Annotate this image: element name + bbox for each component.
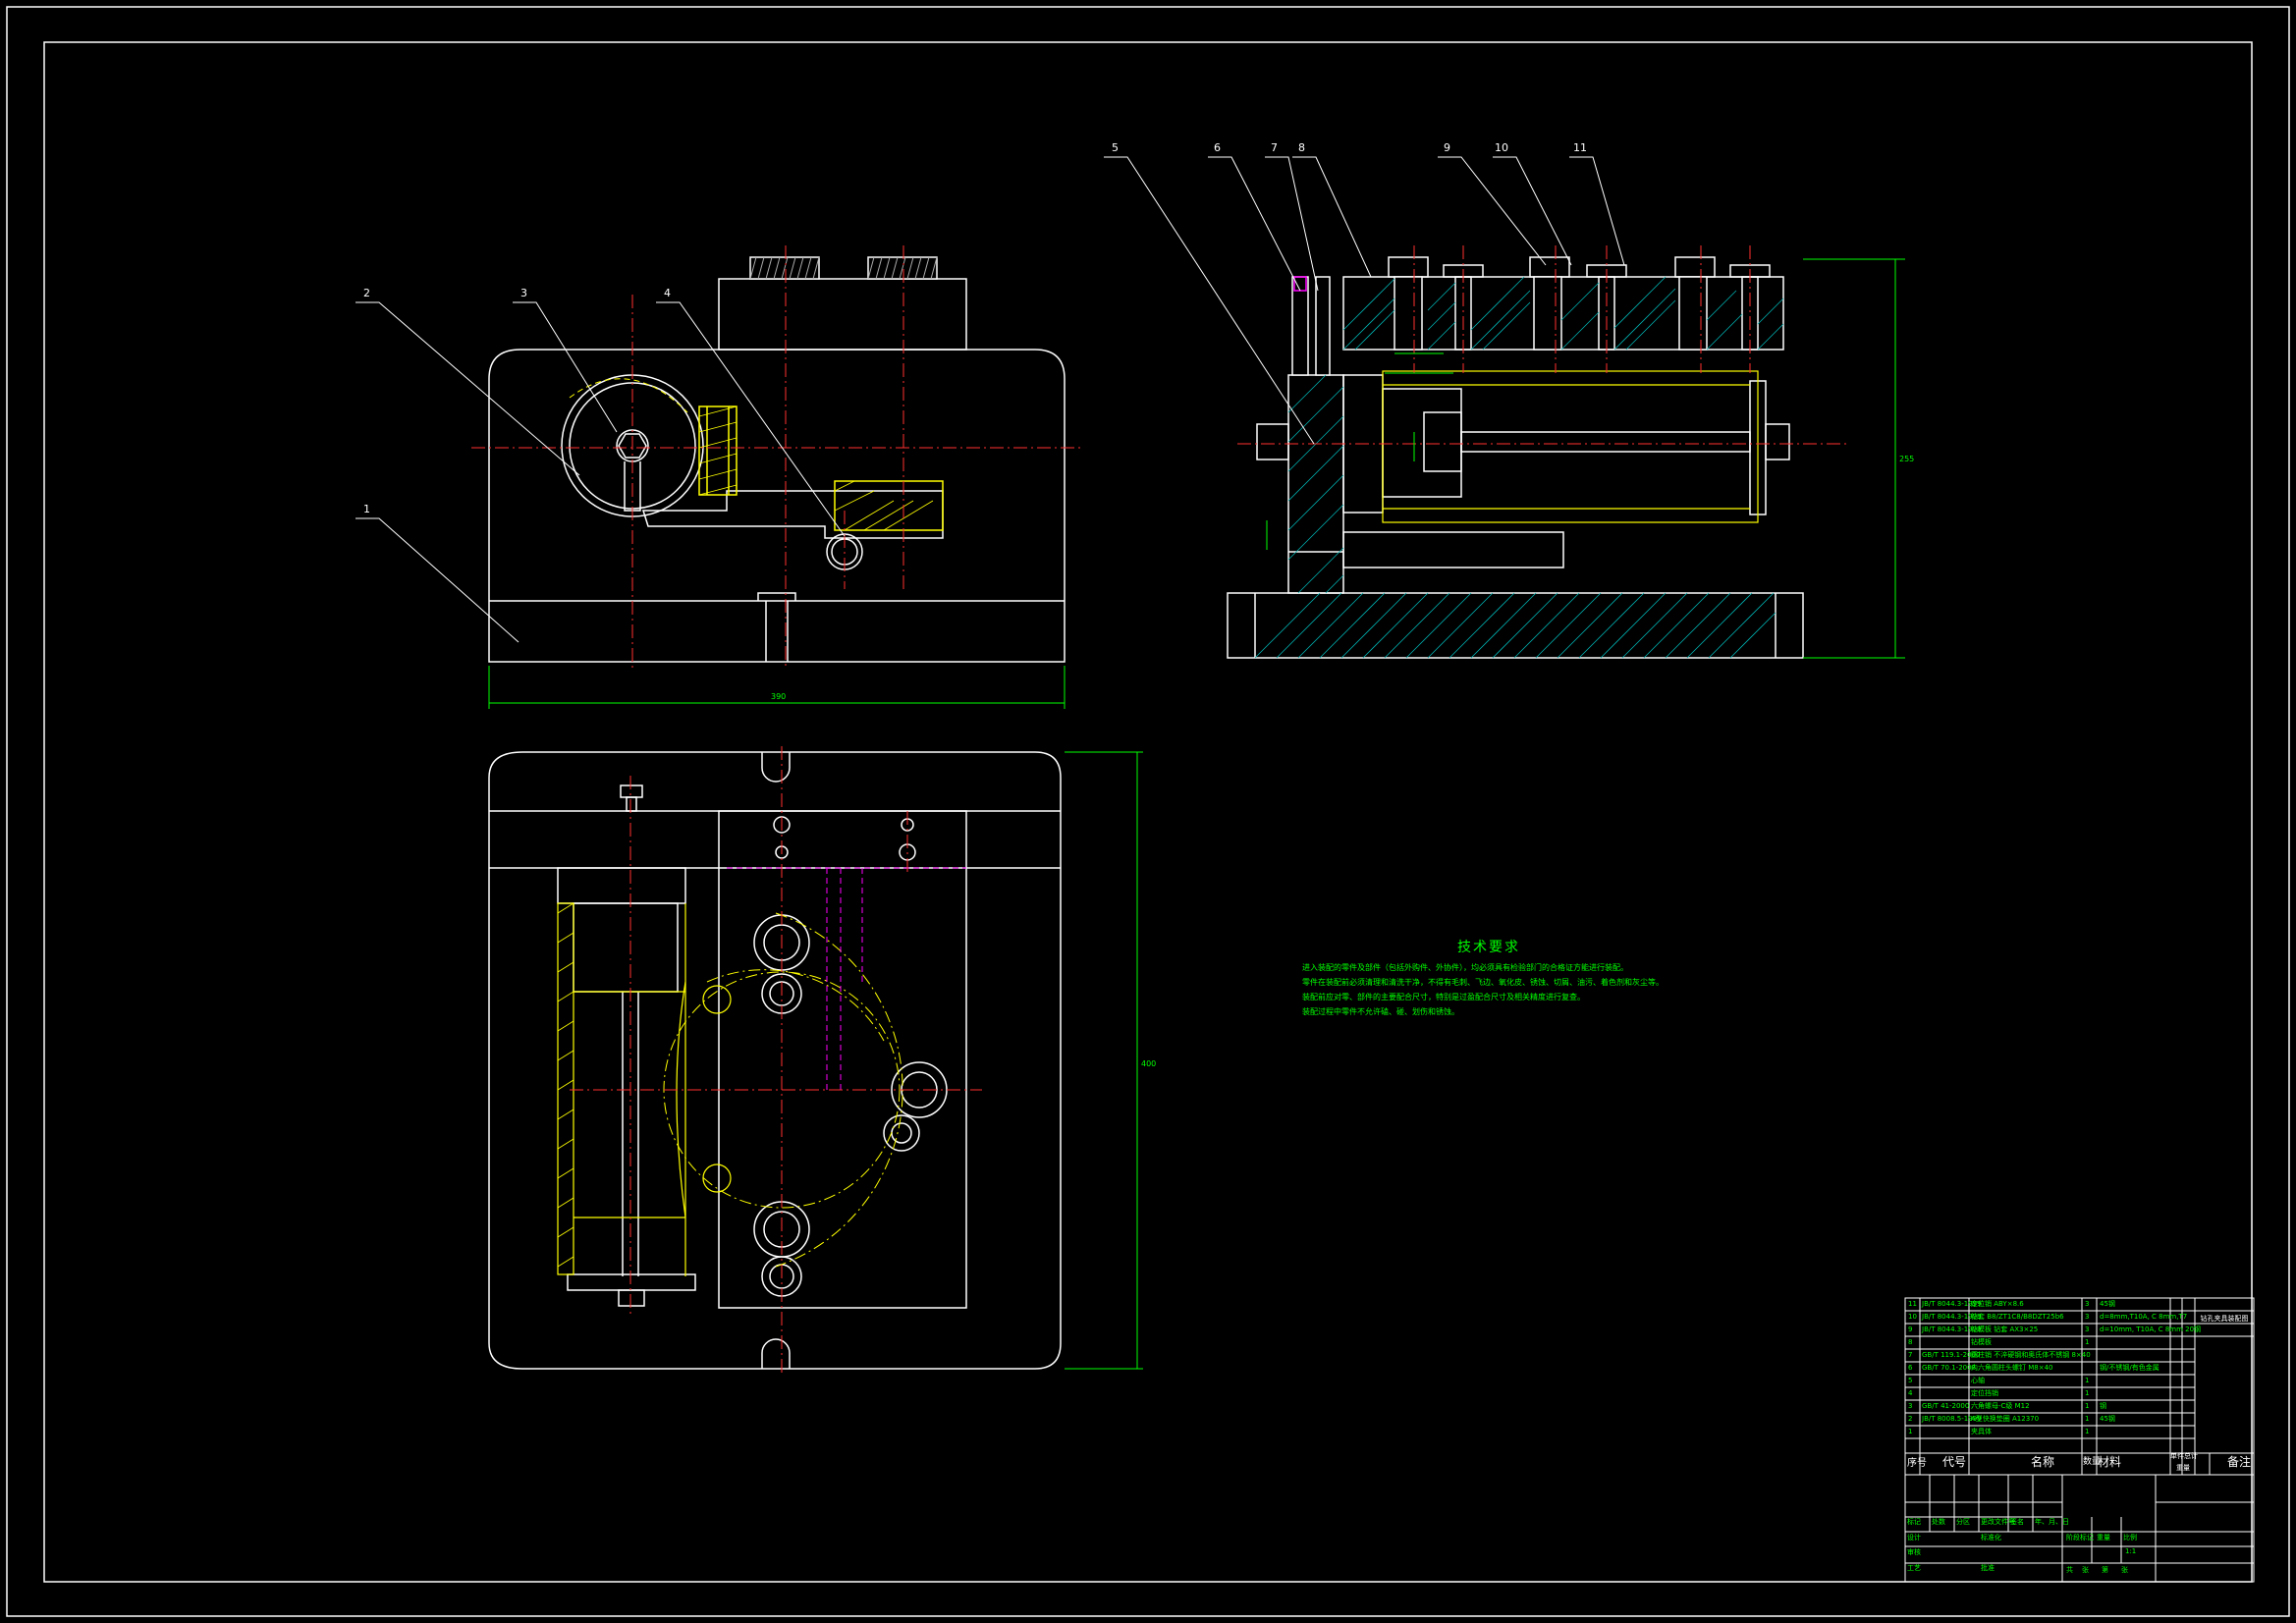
tb-label: 签名: [2010, 1518, 2024, 1526]
tb-label: 更改文件号: [1981, 1518, 2015, 1526]
tb-label: 设计: [1907, 1534, 1921, 1542]
callout-9: 9: [1444, 141, 1450, 154]
callout-7: 7: [1271, 141, 1278, 154]
callout-8: 8: [1298, 141, 1305, 154]
dim-front-width: 390: [771, 692, 786, 701]
tech-line-3: 装配前应对零、部件的主要配合尺寸，特别是过盈配合尺寸及相关精度进行复查。: [1302, 993, 1585, 1001]
tb-label: 分区: [1956, 1518, 1970, 1526]
tb-label: 标记: [1907, 1518, 1921, 1526]
tech-line-1: 进入装配的零件及部件（包括外购件、外协件），均必须具有检验部门的合格证方能进行装…: [1302, 963, 1628, 972]
top-view: [488, 751, 1062, 1370]
callout-3: 3: [520, 287, 527, 299]
tech-title: 技术要求: [1457, 940, 1520, 955]
tb-label: 第: [2102, 1566, 2108, 1574]
outer-frame: [6, 6, 2290, 1617]
bom-header-weight: 重量: [2176, 1464, 2190, 1472]
bom-header-name: 名称: [2031, 1455, 2055, 1469]
tech-line-4: 装配过程中零件不允许磕、碰、划伤和锈蚀。: [1302, 1007, 1459, 1016]
tb-label: 标准化: [1981, 1534, 2001, 1542]
tb-label: 重量: [2097, 1534, 2110, 1542]
tb-label: 年、月、日: [2035, 1518, 2069, 1526]
tech-line-2: 零件在装配前必须清理和清洗干净，不得有毛刺、飞边、氧化皮、锈蚀、切屑、油污、着色…: [1302, 978, 1664, 987]
tb-label: 处数: [1932, 1518, 1945, 1526]
callout-2: 2: [363, 287, 370, 299]
side-view: [1227, 256, 1804, 659]
callout-leaders: [355, 156, 1625, 643]
dim-top-height: 400: [1141, 1059, 1156, 1068]
bom-header-note: 备注: [2227, 1455, 2252, 1469]
dim-side-height: 255: [1899, 455, 1914, 463]
inner-frame: [43, 41, 2253, 1583]
bom-header-code: 代号: [1942, 1455, 1967, 1469]
bom-grid: [1904, 1297, 2255, 1583]
bom-header-total: 总计: [2184, 1452, 2198, 1460]
bom-header-unit: 单件: [2170, 1452, 2184, 1460]
tb-label: 工艺: [1907, 1564, 1921, 1572]
tb-scale: 1:1: [2125, 1547, 2137, 1555]
tb-label: 共: [2066, 1566, 2073, 1574]
callout-6: 6: [1214, 141, 1221, 154]
tb-label: 比例: [2123, 1534, 2137, 1542]
tb-label: 批准: [1981, 1564, 1995, 1572]
callout-1: 1: [363, 503, 370, 515]
callout-5: 5: [1112, 141, 1119, 154]
bom-header-no: 序号: [1907, 1458, 1927, 1469]
bom-header-qty: 数量: [2083, 1457, 2102, 1467]
tb-label: 张: [2121, 1566, 2128, 1574]
callout-4: 4: [664, 287, 671, 299]
front-view: [488, 256, 1066, 663]
drawing-name: 钻孔夹具装配图: [2200, 1315, 2249, 1323]
callout-11: 11: [1573, 141, 1587, 154]
tb-label: 审核: [1907, 1548, 1921, 1556]
tb-label: 张: [2082, 1566, 2089, 1574]
technical-requirements: 技术要求 进入装配的零件及部件（包括外购件、外协件），均必须具有检验部门的合格证…: [1302, 937, 1675, 1019]
bom-header-material: 材料: [2098, 1455, 2122, 1469]
tb-label: 阶段标记: [2066, 1534, 2094, 1542]
callout-10: 10: [1495, 141, 1508, 154]
